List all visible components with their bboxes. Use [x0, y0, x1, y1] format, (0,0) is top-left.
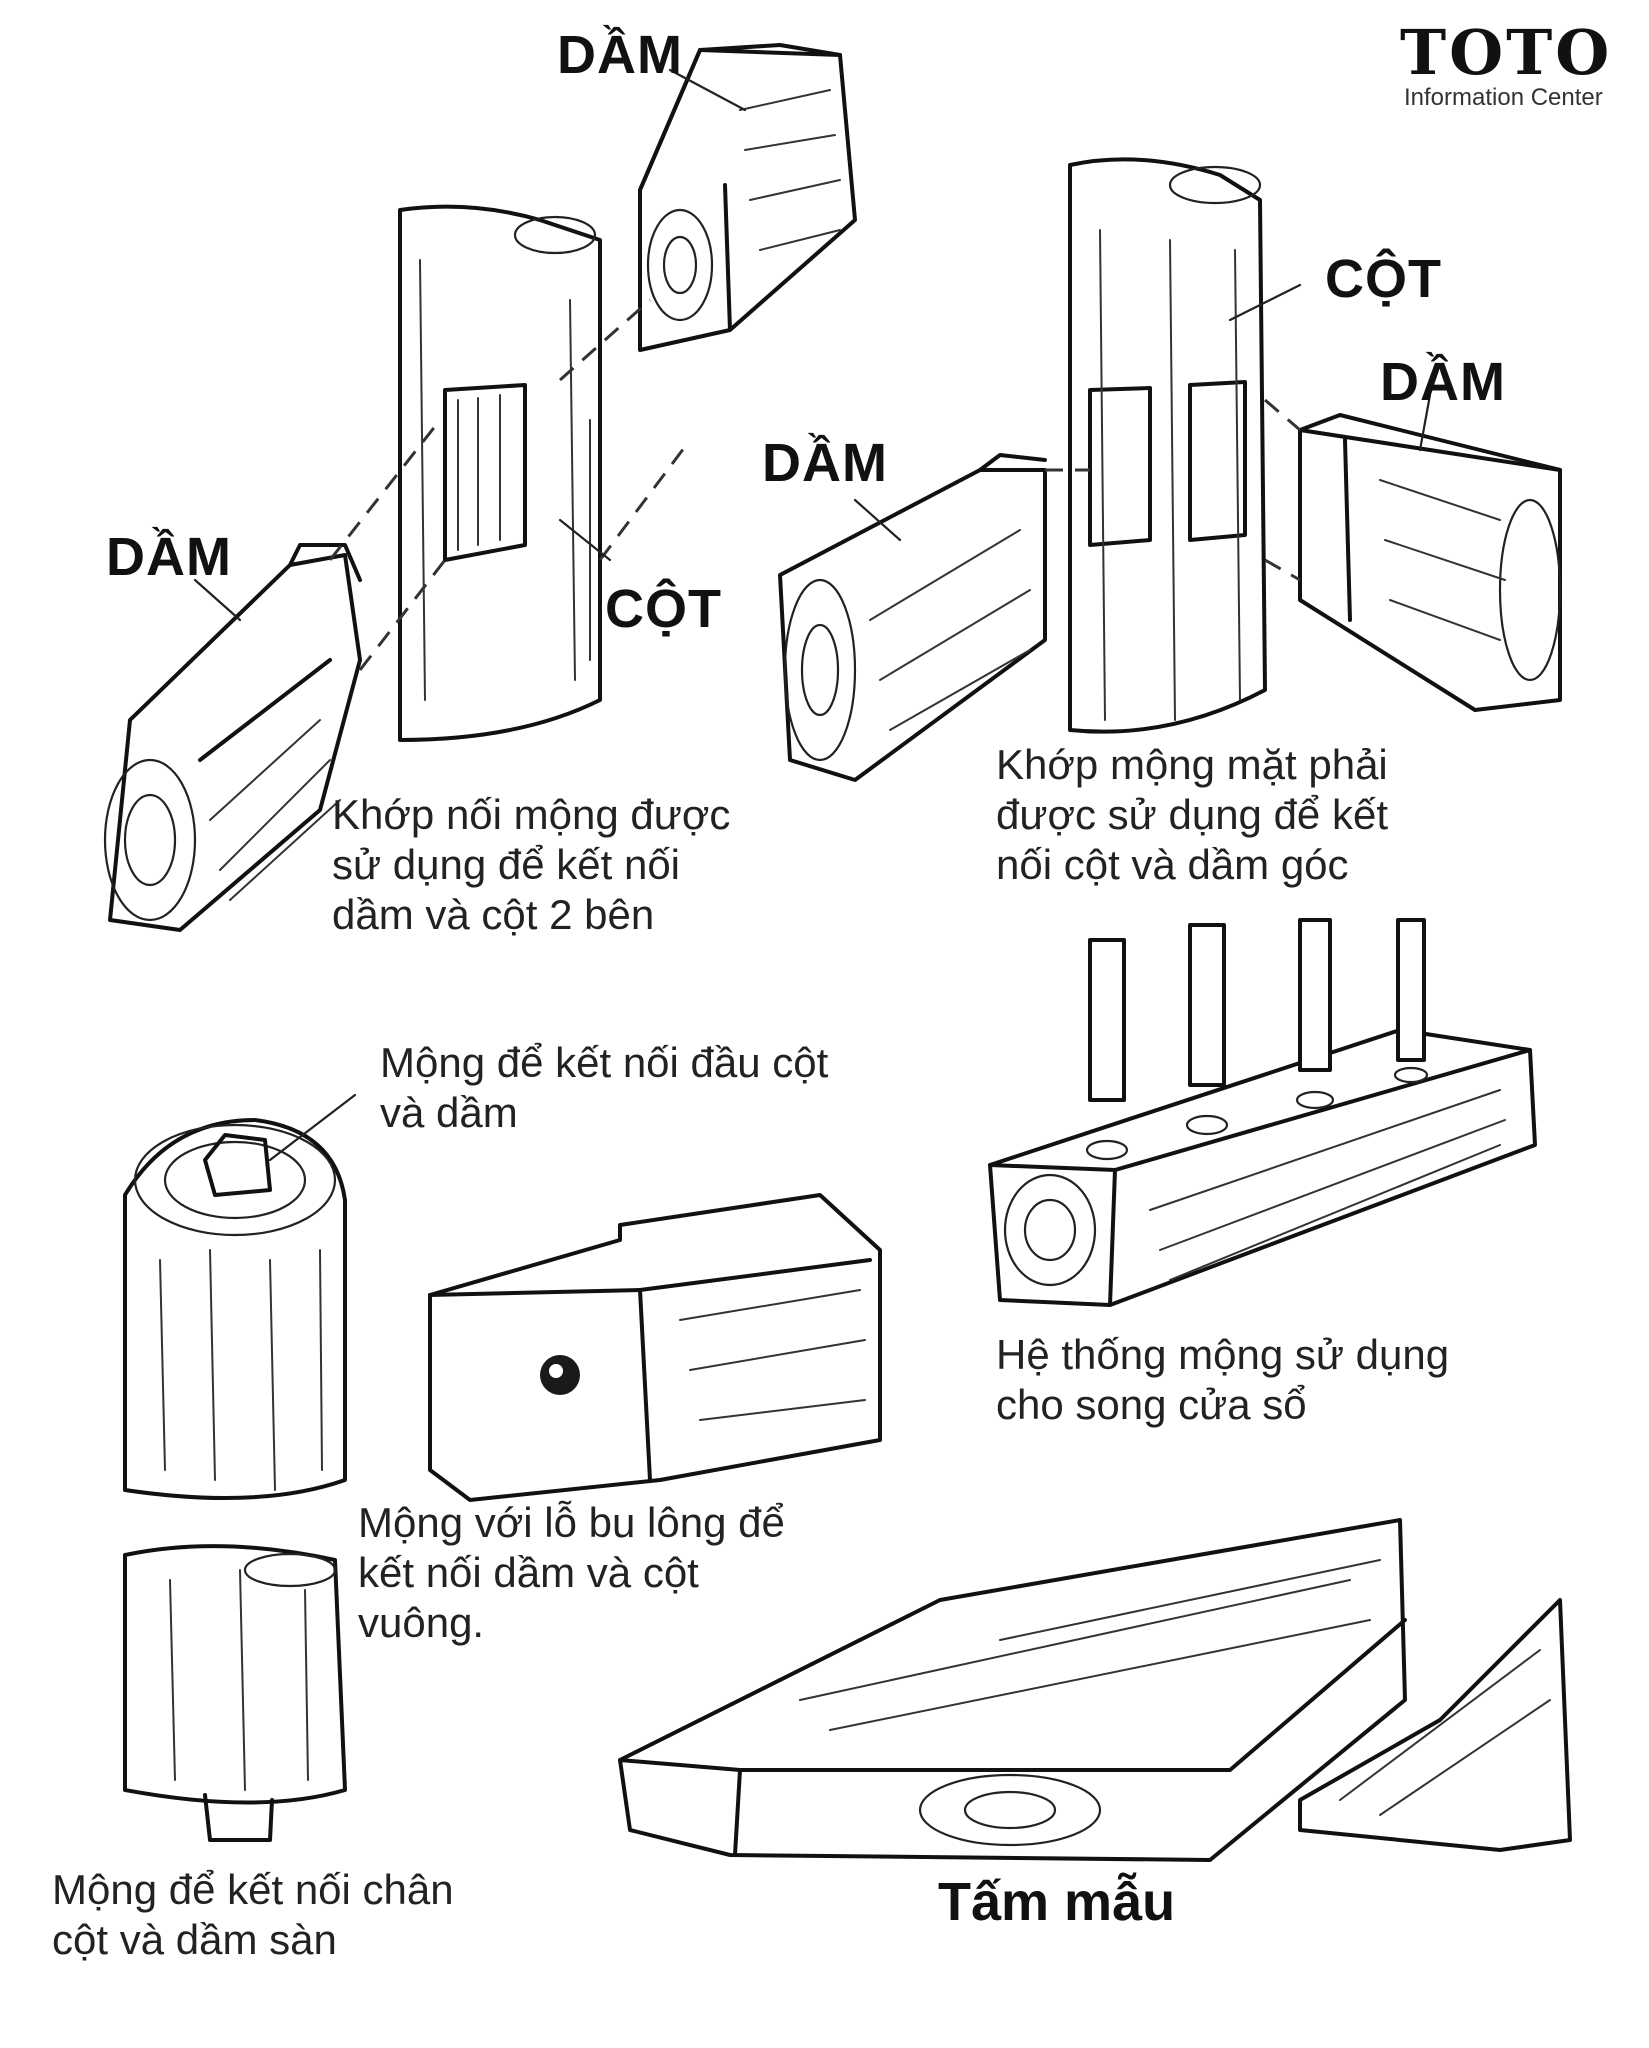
caption-line: và dầm [380, 1089, 518, 1136]
label-column-left: CỘT [605, 579, 722, 639]
beam-right-mid-drawing [1298, 413, 1562, 712]
leader-beam-right-mid [1418, 393, 1432, 452]
caption-line: Khớp mộng mặt phải [996, 741, 1388, 788]
guide-lines-right [1045, 398, 1301, 582]
caption-line: kết nối dầm và cột [358, 1549, 699, 1596]
caption-window-bars: Hệ thống mộng sử dụng cho song cửa sổ [996, 1330, 1526, 1430]
caption-bolt-hole: Mộng với lỗ bu lông để kết nối dầm và cộ… [358, 1498, 858, 1648]
beam-top-drawing [638, 43, 857, 352]
label-beam-right-top: DẦM [762, 433, 888, 493]
toto-logo: TOTO [1400, 16, 1613, 89]
caption-line: Mộng để kết nối chân [52, 1866, 454, 1913]
caption-line: dầm và cột 2 bên [332, 891, 655, 938]
beam-bolt-drawing [428, 1193, 882, 1502]
label-board-title: Tấm mẫu [938, 1872, 1176, 1932]
column-right-drawing [1068, 157, 1267, 734]
label-beam-left: DẦM [106, 527, 232, 587]
caption-line: sử dụng để kết nối [332, 841, 681, 888]
caption-line: Mộng với lỗ bu lông để [358, 1499, 785, 1546]
caption-line: cho song cửa sổ [996, 1381, 1307, 1428]
caption-line: cột và dầm sàn [52, 1916, 337, 1963]
guide-lines-left [328, 298, 692, 671]
caption-line: Mộng để kết nối đầu cột [380, 1039, 829, 1086]
beam-right-left-drawing [778, 453, 1047, 782]
caption-line: Hệ thống mộng sử dụng [996, 1331, 1450, 1378]
leader-column-right [1228, 283, 1302, 322]
leader-beam-left [193, 578, 242, 622]
leader-column-left [558, 518, 612, 562]
caption-line: Khớp nối mộng được [332, 791, 731, 838]
column-foot-drawing [123, 1544, 347, 1842]
label-column-right: CỘT [1325, 249, 1442, 309]
caption-line: được sử dụng để kết [996, 791, 1388, 838]
column-head-drawing [123, 1118, 347, 1500]
tongue-groove-board-drawing [618, 1518, 1572, 1862]
leader-beam-right-top [853, 498, 902, 542]
caption-mortise-two-sides: Khớp nối mộng được sử dụng để kết nối dầ… [332, 790, 778, 940]
caption-line: nối cột và dầm góc [996, 841, 1349, 888]
label-beam-right-mid: DẦM [1380, 352, 1506, 412]
column-left-drawing [398, 204, 602, 742]
caption-right-face-joint: Khớp mộng mặt phải được sử dụng để kết n… [996, 740, 1448, 890]
label-beam-top: DẦM [557, 25, 683, 85]
caption-line: vuông. [358, 1599, 485, 1646]
window-bars-drawing [988, 918, 1537, 1307]
leader-beam-top [668, 68, 747, 112]
logo-subtitle: Information Center [1404, 84, 1603, 111]
leader-column-head [268, 1093, 357, 1162]
caption-column-foot: Mộng để kết nối chân cột và dầm sàn [52, 1865, 552, 1965]
caption-column-head: Mộng để kết nối đầu cột và dầm [380, 1038, 900, 1138]
beam-left-drawing [103, 543, 362, 932]
